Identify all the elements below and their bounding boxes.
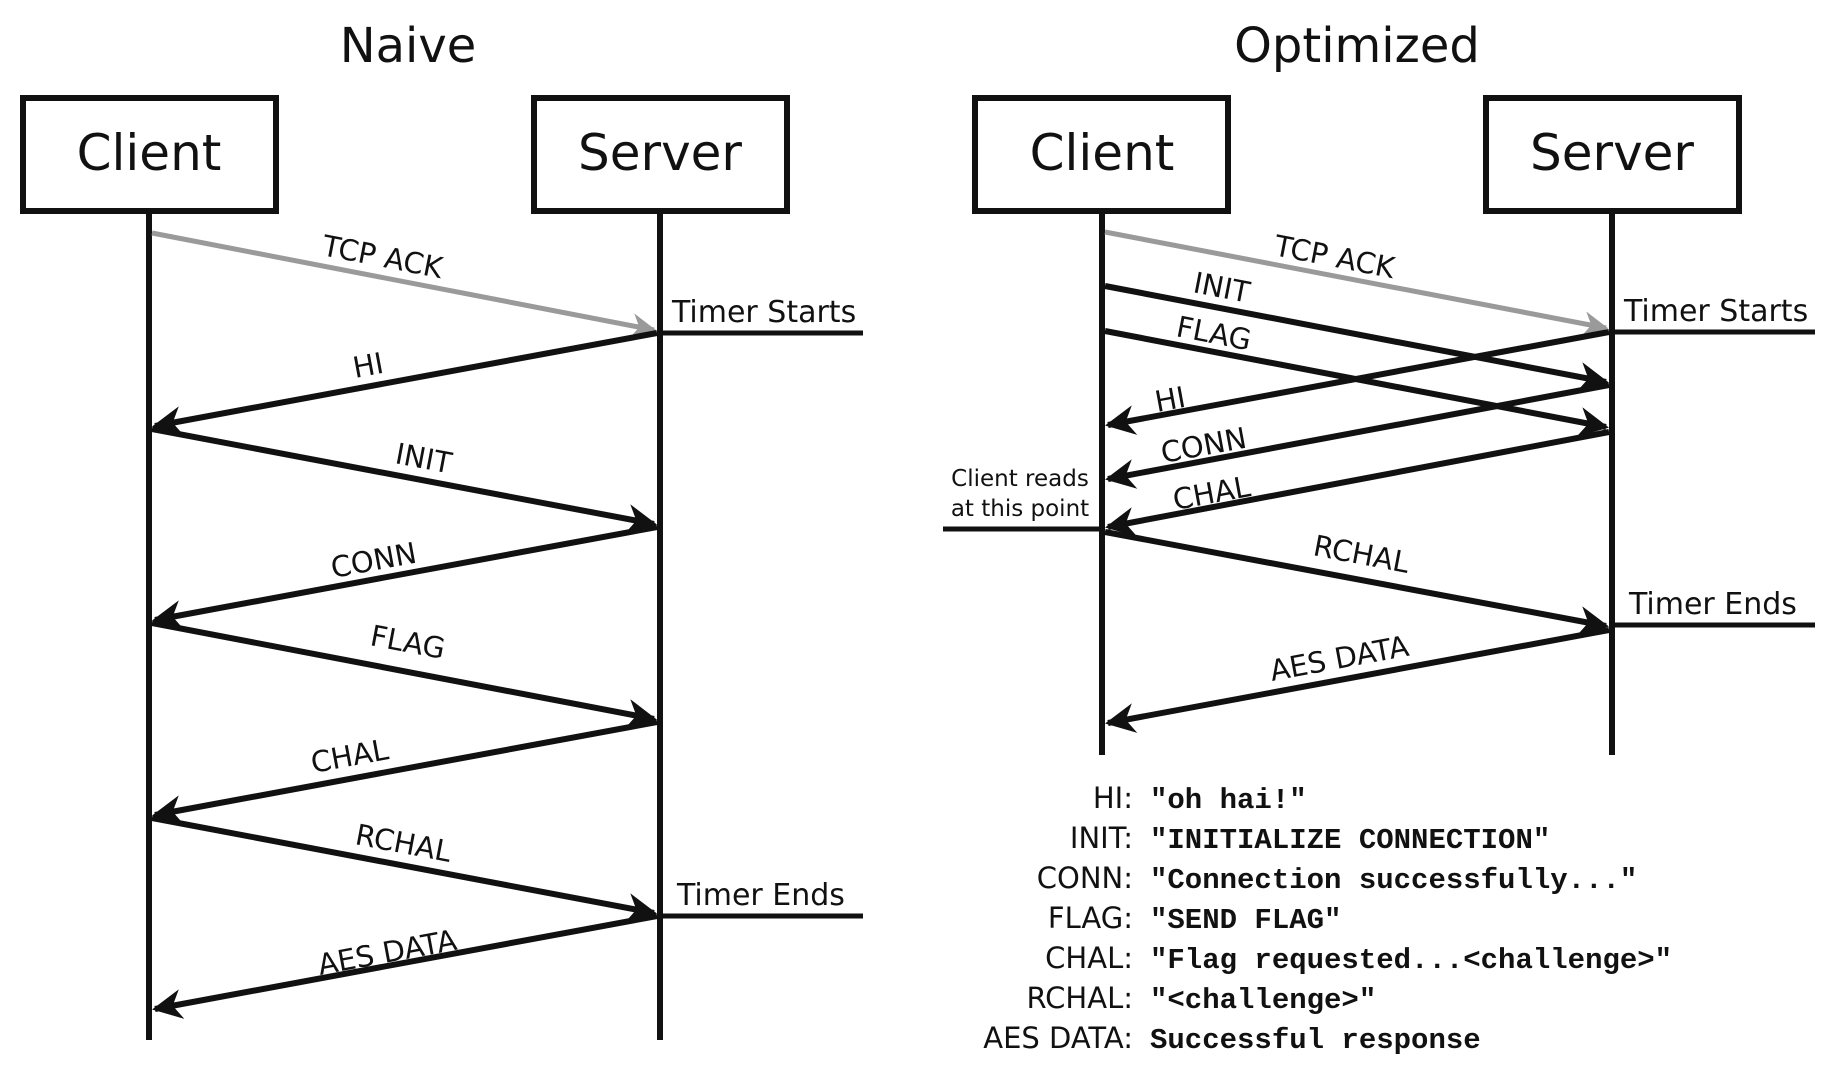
- naive-arrow-hi: [152, 330, 658, 436]
- naive-msg-hi: HI: [350, 346, 386, 385]
- legend-key-hi: HI:: [1093, 781, 1133, 815]
- legend-value-rchal: "<challenge>": [1150, 984, 1376, 1017]
- legend-value-flag: "SEND FLAG": [1150, 904, 1341, 937]
- optimized-msg-chal: CHAL: [1170, 469, 1253, 517]
- optimized-arrow-chal: [1105, 429, 1610, 537]
- naive-arrow-flag: [151, 620, 657, 729]
- optimized-arrow-hi: [1105, 329, 1610, 435]
- optimized-arrow-aes-data: [1105, 627, 1610, 733]
- message-legend: HI: "oh hai!" INIT: "INITIALIZE CONNECTI…: [983, 781, 1672, 1057]
- naive-arrow-rchal: [151, 815, 657, 923]
- naive-arrow-tcp-ack: [151, 230, 657, 339]
- legend-value-chal: "Flag requested...<challenge>": [1150, 944, 1672, 977]
- optimized-arrow-init: [1104, 283, 1609, 392]
- legend-key-flag: FLAG:: [1048, 901, 1133, 935]
- legend-value-init: "INITIALIZE CONNECTION": [1150, 824, 1550, 857]
- optimized-server-box: [1483, 95, 1742, 214]
- legend-key-init: INIT:: [1070, 821, 1133, 855]
- legend-key-conn: CONN:: [1037, 861, 1133, 895]
- naive-arrow-aes-data: [152, 913, 658, 1019]
- legend-value-hi: "oh hai!": [1150, 784, 1307, 817]
- optimized-arrow-tcp-ack: [1104, 229, 1609, 337]
- optimized-title: Optimized: [1234, 18, 1480, 74]
- naive-msg-aes-data: AES DATA: [315, 923, 459, 982]
- optimized-client-label: Client: [1030, 124, 1175, 182]
- optimized-server-label: Server: [1530, 124, 1694, 182]
- naive-diagram: Naive Client Server Timer Starts Timer E…: [20, 18, 863, 1040]
- naive-title: Naive: [340, 18, 477, 74]
- legend-key-rchal: RCHAL:: [1026, 981, 1133, 1015]
- naive-client-label: Client: [77, 124, 222, 182]
- optimized-msg-flag: FLAG: [1174, 309, 1254, 357]
- naive-arrow-init: [151, 426, 657, 534]
- optimized-note-line1: Client reads: [951, 466, 1089, 492]
- optimized-arrow-rchal: [1104, 529, 1609, 636]
- naive-arrow-chal: [152, 719, 658, 825]
- optimized-timer-end-label: Timer Ends: [1628, 587, 1797, 622]
- legend-value-aes-data: Successful response: [1150, 1024, 1481, 1057]
- naive-msg-flag: FLAG: [368, 618, 448, 665]
- optimized-msg-conn: CONN: [1158, 421, 1249, 470]
- optimized-msg-hi: HI: [1152, 380, 1188, 419]
- naive-msg-conn: CONN: [328, 536, 419, 585]
- optimized-arrow-conn: [1105, 382, 1610, 489]
- legend-key-chal: CHAL:: [1045, 941, 1133, 975]
- optimized-timer-start-label: Timer Starts: [1623, 294, 1808, 329]
- legend-key-aes-data: AES DATA:: [983, 1021, 1133, 1055]
- optimized-note-line2: at this point: [951, 496, 1089, 522]
- legend-value-conn: "Connection successfully...": [1150, 864, 1637, 897]
- naive-timer-end-label: Timer Ends: [676, 878, 845, 913]
- naive-timer-start-label: Timer Starts: [671, 295, 856, 330]
- naive-server-label: Server: [578, 124, 742, 182]
- optimized-diagram: Optimized Client Server Timer Starts Tim…: [943, 18, 1815, 755]
- naive-arrow-conn: [152, 524, 658, 630]
